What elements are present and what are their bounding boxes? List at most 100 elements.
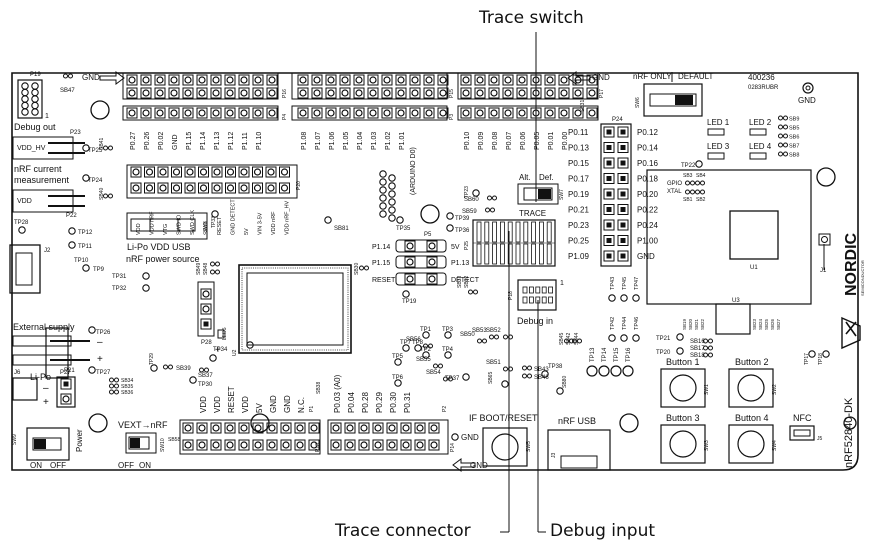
bottom-header-pin: [182, 439, 194, 451]
p4-label: P4: [282, 114, 288, 120]
solder-bridge-pad: [778, 142, 788, 148]
test-point-label: TP6: [392, 375, 404, 381]
off-label: OFF: [50, 461, 66, 470]
tp19-label: TP19: [402, 299, 417, 305]
power-label: Power: [75, 429, 84, 452]
sb59-label: SB59: [462, 209, 477, 215]
header-pin: [381, 87, 393, 99]
bottom-pin-label: RESET: [227, 386, 236, 413]
solder-bridge-label: SB6: [789, 135, 799, 141]
bottom-header-pin: [400, 439, 412, 451]
debug-input-callout: Debug input: [550, 521, 656, 541]
bottom-header-pin: [372, 439, 384, 451]
header-pin: [558, 74, 570, 86]
trace-connector-pin: [492, 243, 498, 265]
bottom-pin-label: VDD: [199, 396, 208, 413]
arduino-pad: [388, 214, 396, 222]
test-point-label: TP7: [400, 340, 412, 346]
button3-label: Button 3: [666, 413, 700, 423]
test-point-label: TP43: [610, 277, 616, 290]
test-point-pad: [622, 365, 634, 377]
test-point-label: TP1: [420, 327, 432, 333]
trace-connector-pin: [546, 243, 552, 265]
p17-label: P17: [599, 89, 605, 98]
bottom-header-pin: [372, 422, 384, 434]
nrf-usb-label: nRF USB: [558, 416, 596, 426]
header-pin: [586, 107, 598, 119]
header-pin: [339, 74, 351, 86]
bottom-pin-label: 5V: [255, 403, 264, 413]
p20-pin: [184, 166, 196, 178]
p24-label: P24: [612, 117, 623, 123]
p5-left-label: P1.14: [372, 244, 390, 251]
header-pin: [353, 87, 365, 99]
p20-pin-label: VIN 3-5V: [258, 212, 264, 235]
tp18-label: TP18: [818, 353, 824, 365]
test-point-pad: [620, 334, 628, 342]
bottom-pin-label: P0.03 (A0): [333, 374, 342, 413]
trace-connector-pin: [515, 221, 521, 243]
p20-pin-label: SWD CLK: [190, 210, 196, 235]
mounting-hole: [90, 100, 110, 120]
debug-out-pin: [21, 108, 29, 116]
pin-label: P0.05: [534, 132, 541, 150]
header-pin: [325, 107, 337, 119]
board-outline: [11, 72, 859, 471]
header-pin: [238, 87, 250, 99]
header-pin: [224, 87, 236, 99]
j2-label: J2: [44, 248, 51, 254]
solder-bridge-pad: [503, 334, 513, 340]
header-pin: [395, 74, 407, 86]
trace-connector-pin: [507, 221, 513, 243]
p24-left-label: P0.11: [568, 128, 589, 137]
tp29-label: TP29: [149, 353, 155, 365]
bottom-pin-label: N.C.: [297, 397, 306, 413]
sb42-label: SB42: [566, 333, 572, 345]
header-pin: [196, 74, 208, 86]
p5-jumper: [395, 255, 447, 269]
header-pin: [266, 74, 278, 86]
p24-right-label: P0.12: [637, 128, 658, 137]
p24-pin: [603, 235, 615, 246]
header-pin: [516, 107, 528, 119]
u3-label: U3: [732, 298, 740, 304]
p23-label: P23: [70, 130, 81, 136]
debug-in-pin: [548, 286, 553, 294]
test-point-label: TP45: [622, 277, 628, 290]
header-p17: [460, 74, 598, 119]
header-pin: [395, 107, 407, 119]
board-name-label: nRF52840-DK: [843, 397, 855, 468]
p20-pin: [197, 166, 210, 178]
p20-pin: [211, 166, 223, 178]
bottom-pin-label: VDD: [241, 396, 250, 413]
header-pin: [488, 107, 500, 119]
part-no-label: 400236: [748, 73, 775, 82]
header-pin: [544, 87, 556, 99]
p20-pin: [238, 166, 250, 178]
bottom-header-pin: [344, 422, 356, 434]
j6-label: J6: [14, 370, 21, 376]
sb80-label: SB80: [562, 376, 568, 388]
sb3-label: SB3: [683, 173, 693, 179]
solder-bridge-label: SB52: [486, 328, 501, 334]
sb37-label: SB37: [198, 373, 213, 379]
header-pin: [224, 107, 236, 119]
debug-out-label: Debug out: [14, 122, 56, 132]
p24-pin: [603, 204, 615, 215]
mounting-hole: [88, 413, 108, 433]
debug-out-pin: [21, 88, 29, 97]
p20-pin: [184, 182, 196, 194]
solder-bridge-label: SB54: [426, 370, 441, 376]
trace-connector-pin: [546, 221, 552, 243]
nordic-logo-subtext: SEMICONDUCTOR: [860, 260, 865, 296]
bottom-pin-label: P0.29: [375, 392, 384, 413]
pin-label: P1.05: [343, 132, 350, 150]
debug-in-pin: [541, 286, 547, 294]
sb32-label: SB32: [464, 276, 470, 288]
header-pin: [266, 87, 278, 99]
sb41-label: SB41: [99, 138, 105, 150]
arduino-pad: [388, 198, 396, 206]
p5-right-label: DETECT: [451, 277, 480, 284]
header-pin: [325, 87, 337, 99]
solder-bridge-label: SB20: [688, 318, 693, 330]
